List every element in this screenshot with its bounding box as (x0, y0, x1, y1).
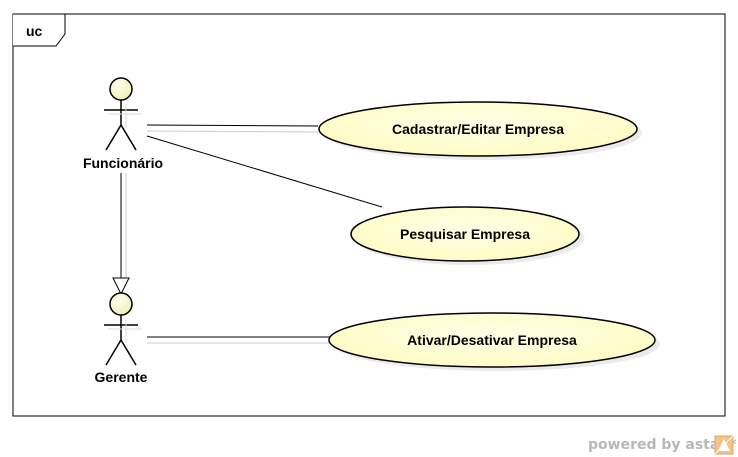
actor-head (109, 77, 133, 101)
use-case-ellipse (350, 206, 580, 262)
use-case-pesquisar-empresa[interactable]: Pesquisar Empresa (350, 206, 584, 265)
actor-left-leg (105, 124, 122, 151)
use-case-ativar-label: Ativar/Desativar Empresa (407, 332, 577, 348)
use-case-cadastrar-editar-empresa[interactable]: Cadastrar/Editar Empresa (318, 101, 642, 160)
astah-logo-icon (714, 435, 734, 455)
frame-tag-label: uc (26, 23, 43, 39)
association-funcionario-cadastrar (146, 124, 319, 127)
generalization-arrow (112, 173, 130, 296)
actor-funcionario-label: Funcionário (83, 155, 163, 171)
actor-gerente[interactable]: Gerente (95, 292, 148, 385)
watermark-text: powered by astah* (588, 437, 737, 453)
actor-left-leg (105, 339, 122, 366)
use-case-ellipse (328, 312, 656, 368)
association-funcionario-pesquisar (146, 135, 383, 208)
use-case-cadastrar-label: Cadastrar/Editar Empresa (392, 121, 564, 137)
use-case-pesquisar-label: Pesquisar Empresa (400, 226, 530, 242)
actor-head (109, 292, 133, 316)
actor-gerente-label: Gerente (95, 369, 148, 385)
association-lines (146, 124, 383, 344)
astah-watermark: powered by astah* (588, 435, 737, 455)
actor-right-leg (120, 124, 137, 151)
use-case-ativar-desativar-empresa[interactable]: Ativar/Desativar Empresa (328, 312, 660, 371)
association-funcionario-cadastrar-shadow (146, 130, 319, 133)
frame-tag-box (13, 13, 66, 47)
actor-funcionario[interactable]: Funcionário (83, 77, 163, 171)
actor-right-leg (120, 339, 137, 366)
use-case-ellipse (318, 101, 638, 157)
generalization-arrowhead (112, 277, 130, 296)
